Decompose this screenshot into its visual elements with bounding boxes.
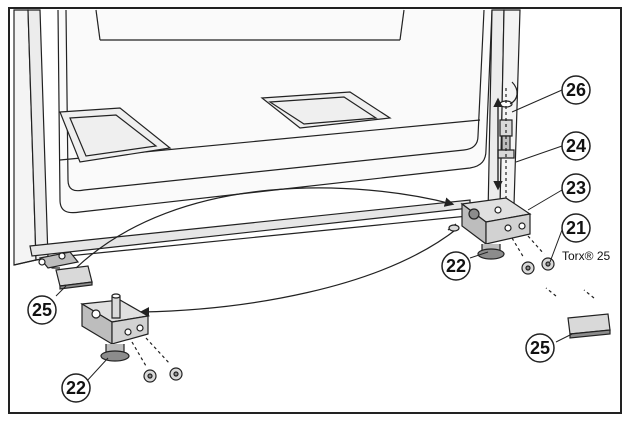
callout-23: 23 [561,173,591,203]
callout-21: 21 [561,213,591,243]
right-hinge-bracket [447,197,532,260]
left-cover-cap [55,265,93,290]
left-hinge-screws [131,337,183,383]
right-cover-cap [545,287,611,339]
left-mounted-hinge [38,251,80,269]
transfer-arrow-top [75,187,455,269]
torx-size-label: Torx® 25 [562,249,611,263]
transfer-arrow-bottom [139,227,459,317]
right-hinge-screws [511,235,555,275]
svg-text:22: 22 [446,256,466,276]
svg-text:23: 23 [566,178,586,198]
svg-text:21: 21 [566,218,586,238]
callout-26: 26 [561,75,591,105]
svg-text:24: 24 [566,136,586,156]
callout-25-right: 25 [525,333,555,363]
callout-22-left: 22 [61,373,91,403]
svg-text:25: 25 [32,300,52,320]
svg-text:25: 25 [530,338,550,358]
hinge-pin-and-washer [493,81,518,198]
callout-24: 24 [561,131,591,161]
callout-22-right: 22 [441,251,471,281]
svg-text:22: 22 [66,378,86,398]
svg-text:26: 26 [566,80,586,100]
callout-leader-lines [55,89,573,383]
refrigerator-cabinet [13,9,521,269]
callout-25-left: 25 [27,295,57,325]
